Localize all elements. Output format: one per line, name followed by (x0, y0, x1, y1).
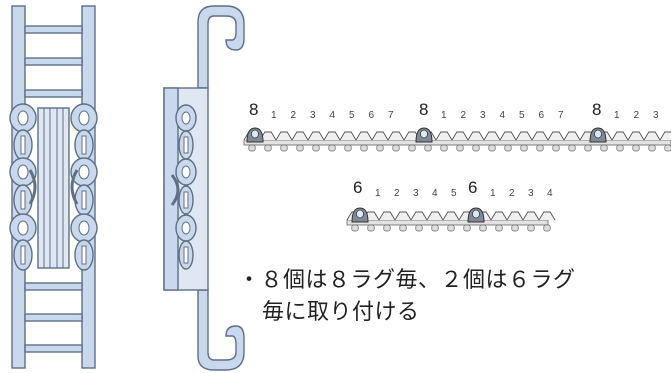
lug-index-label: 3 (480, 110, 486, 121)
lug-index-label: 7 (558, 110, 564, 121)
lug-index-label: 3 (653, 110, 659, 121)
ladder-chain-front-icon (9, 5, 98, 369)
lug-belt-6-icon (346, 207, 556, 232)
lug-index-label: 5 (451, 188, 457, 199)
lug-index-label: 1 (375, 188, 381, 199)
lug-group-start-label: 8 (592, 100, 601, 119)
lug-index-label: 4 (500, 110, 506, 121)
lug-index-label: 7 (388, 110, 394, 121)
hook-chain-side-icon (163, 5, 245, 371)
lug-index-label: 1 (614, 110, 620, 121)
lug-group-start-label: 8 (419, 100, 428, 119)
lug-index-label: 3 (310, 110, 316, 121)
lug-index-label: 6 (539, 110, 545, 121)
lug-index-label: 5 (349, 110, 355, 121)
lug-index-label: 5 (519, 110, 525, 121)
lug-index-label: 3 (528, 188, 534, 199)
installation-note-line-2: 毎に取り付ける (262, 300, 420, 325)
lug-index-label: 2 (509, 188, 515, 199)
lug-index-label: 1 (441, 110, 447, 121)
lug-group-start-label: 8 (249, 100, 258, 119)
installation-note-line-1: ・８個は８ラグ毎、２個は６ラグ (238, 268, 576, 293)
lug-index-label: 3 (413, 188, 419, 199)
lug-index-label: 4 (547, 188, 553, 199)
lug-group-start-label: 6 (468, 178, 477, 197)
lug-index-label: 6 (369, 110, 375, 121)
lug-index-label: 1 (490, 188, 496, 199)
lug-index-label: 4 (432, 188, 438, 199)
lug-index-label: 1 (271, 110, 277, 121)
lug-index-label: 4 (330, 110, 336, 121)
lug-index-label: 2 (461, 110, 467, 121)
lug-group-start-label: 6 (353, 178, 362, 197)
lug-index-label: 2 (394, 188, 400, 199)
lug-belt-8-icon (243, 127, 671, 152)
row8-labels: 8 1 2 3 4 5 6 7 8 1 2 3 4 5 6 7 8 1 2 3 (249, 100, 659, 121)
lug-index-label: 2 (291, 110, 297, 121)
lug-index-label: 2 (634, 110, 640, 121)
